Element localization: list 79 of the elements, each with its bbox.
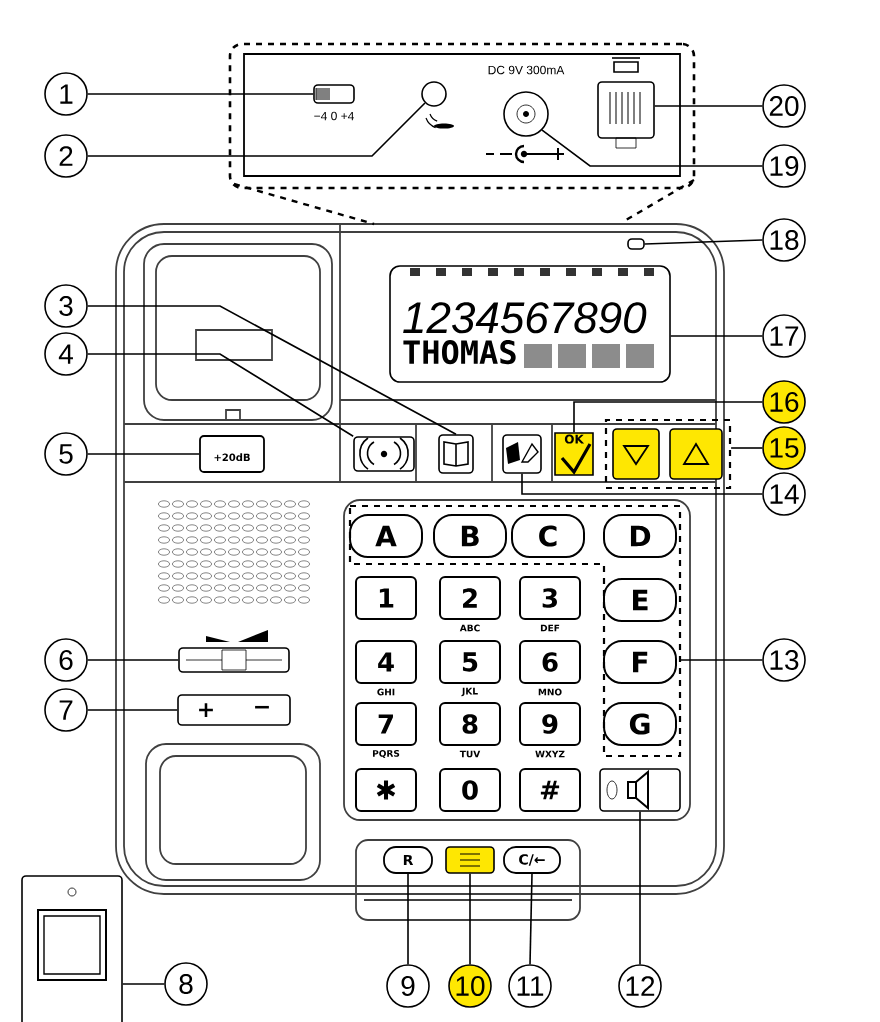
phonebook-key: [438, 434, 474, 474]
letter-key: A: [349, 514, 423, 558]
leader-line: [87, 659, 179, 661]
leader-line: [469, 873, 471, 965]
microphone-jack: [421, 81, 447, 107]
ring-key: [353, 436, 415, 472]
callout-number: 12: [618, 964, 662, 1008]
volume-key: −: [255, 705, 269, 709]
letter-key: D: [603, 514, 677, 558]
menu-key: [445, 846, 495, 874]
letter-key: G: [603, 702, 677, 746]
leader-line: [730, 447, 763, 449]
callout-number: 7: [44, 688, 88, 732]
leader-line: [541, 129, 763, 167]
callout-number: 17: [762, 314, 806, 358]
indicator-light: [627, 238, 645, 250]
leader-line: [87, 453, 200, 455]
part: [612, 428, 660, 480]
letter-key: E: [603, 578, 677, 622]
leader-line: [87, 305, 457, 435]
line-jack: [597, 81, 655, 149]
function-key: [502, 434, 542, 474]
switch: [313, 84, 355, 104]
callout-number: 3: [44, 284, 88, 328]
callout-number: 8: [164, 962, 208, 1006]
number-key: 1: [355, 576, 417, 620]
callout-number: 18: [762, 218, 806, 262]
leader-line: [87, 353, 354, 437]
leader-line: [573, 401, 763, 433]
display-screen: 1234567890 THOMAS: [389, 265, 671, 383]
leader-line: [407, 873, 409, 965]
leader-line: [87, 93, 314, 95]
callout-number: 10: [448, 964, 492, 1008]
leader-line: [87, 709, 178, 711]
callout-number: 20: [762, 84, 806, 128]
number-key: #: [519, 768, 581, 812]
callout-number: 2: [44, 134, 88, 178]
leader-line: [521, 473, 763, 495]
dashed-group-box: [604, 418, 732, 490]
number-key: 7: [355, 702, 417, 746]
letter-key: B: [433, 514, 507, 558]
leader-line: [679, 659, 763, 661]
number-key: 5: [439, 640, 501, 684]
callout-number: 16: [762, 380, 806, 424]
number-key: 6: [519, 640, 581, 684]
callout-number: 19: [762, 144, 806, 188]
callout-number: 13: [762, 638, 806, 682]
callout-number: 5: [44, 432, 88, 476]
volume-slider: [178, 647, 290, 673]
leader-line: [654, 105, 763, 107]
callout-number: 15: [762, 426, 806, 470]
speaker-key: [599, 768, 681, 812]
number-key: 9: [519, 702, 581, 746]
letter-key: F: [603, 640, 677, 684]
leader-line: [122, 983, 165, 985]
leader-line: [529, 873, 533, 965]
leader-line: [639, 811, 641, 965]
number-key: 4: [355, 640, 417, 684]
part: [669, 428, 723, 480]
number-key: 0: [439, 768, 501, 812]
callout-number: 11: [508, 964, 552, 1008]
callout-number: 1: [44, 72, 88, 116]
letter-key: C: [511, 514, 585, 558]
callout-number: 9: [386, 964, 430, 1008]
volume-buttons: [177, 694, 291, 726]
callout-number: 6: [44, 638, 88, 682]
number-key: 3: [519, 576, 581, 620]
power-jack: [503, 91, 549, 137]
number-key: 8: [439, 702, 501, 746]
number-key: 2: [439, 576, 501, 620]
volume-key: +: [199, 703, 213, 717]
dashed-group-box: [348, 504, 682, 758]
callout-number: 4: [44, 332, 88, 376]
leader-line: [644, 239, 763, 245]
leader-line: [87, 102, 426, 157]
callout-number: 14: [762, 472, 806, 516]
leader-line: [670, 335, 763, 337]
remote-button-drawing: [21, 875, 123, 1022]
number-key: ✱: [355, 768, 417, 812]
